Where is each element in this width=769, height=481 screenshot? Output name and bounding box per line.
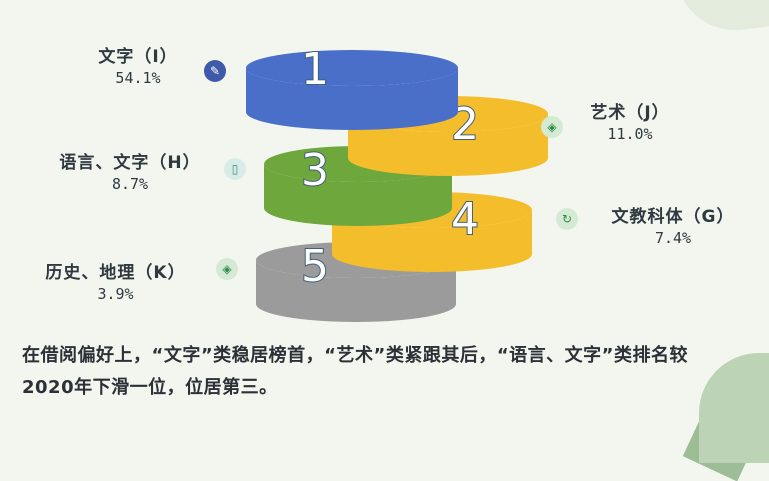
value-label: 7.4%: [654, 229, 692, 247]
value-label: 11.0%: [607, 125, 653, 143]
value-label: 54.1%: [115, 69, 161, 87]
disc-side: [246, 68, 458, 130]
label-item-3: 语言、文字（H） 8.7%: [30, 148, 230, 193]
label-item-4: 文教科体（G） 7.4%: [598, 202, 748, 247]
disc-side: [348, 114, 548, 176]
document-icon: ▯: [224, 158, 246, 180]
disc-1: [246, 50, 458, 130]
disc-top: [246, 50, 458, 86]
refresh-icon: ↻: [556, 208, 578, 230]
disc-side: [256, 260, 456, 322]
tag-icon: ◈: [216, 258, 238, 280]
rank-number-5: 5: [301, 241, 329, 292]
label-item-2: 艺术（J） 11.0%: [575, 98, 685, 143]
label-item-5: 历史、地理（K） 3.9%: [18, 258, 213, 303]
label-item-1: 文字（I） 54.1%: [78, 42, 198, 87]
tag-icon: ◈: [541, 116, 563, 138]
disc-side: [264, 164, 452, 226]
chart-caption: 在借阅偏好上，“文字”类稳居榜首，“艺术”类紧跟其后，“语言、文字”类排名较20…: [22, 345, 688, 398]
category-label: 文教科体（G）: [611, 207, 735, 227]
category-label: 艺术（J）: [590, 103, 670, 123]
category-label: 历史、地理（K）: [45, 263, 186, 283]
disc-side: [332, 210, 532, 272]
edit-circle-icon: ✎: [204, 60, 226, 82]
value-label: 8.7%: [111, 175, 149, 193]
category-label: 文字（I）: [98, 47, 178, 67]
value-label: 3.9%: [97, 285, 134, 303]
category-label: 语言、文字（H）: [59, 153, 201, 173]
rank-number-1: 1: [301, 44, 329, 95]
rank-number-4: 4: [451, 194, 479, 245]
rank-number-3: 3: [301, 145, 329, 196]
